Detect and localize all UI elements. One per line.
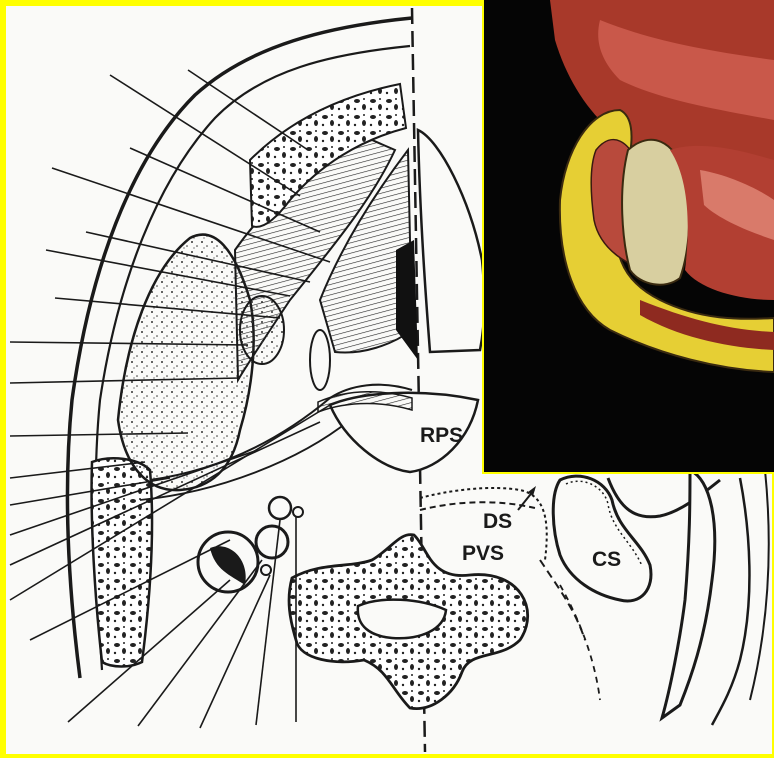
vessel-small-1: [269, 497, 291, 519]
vessel-small-2: [293, 507, 303, 517]
label-pvs: PVS: [462, 542, 504, 565]
vessel-small-3: [261, 565, 271, 575]
anatomy-photo-inset: [482, 0, 774, 474]
condyle-oval: [240, 296, 284, 364]
vessel-carotid: [256, 526, 288, 558]
label-rps: RPS: [420, 424, 463, 447]
label-ds: DS: [483, 510, 512, 533]
label-cs: CS: [592, 548, 621, 571]
